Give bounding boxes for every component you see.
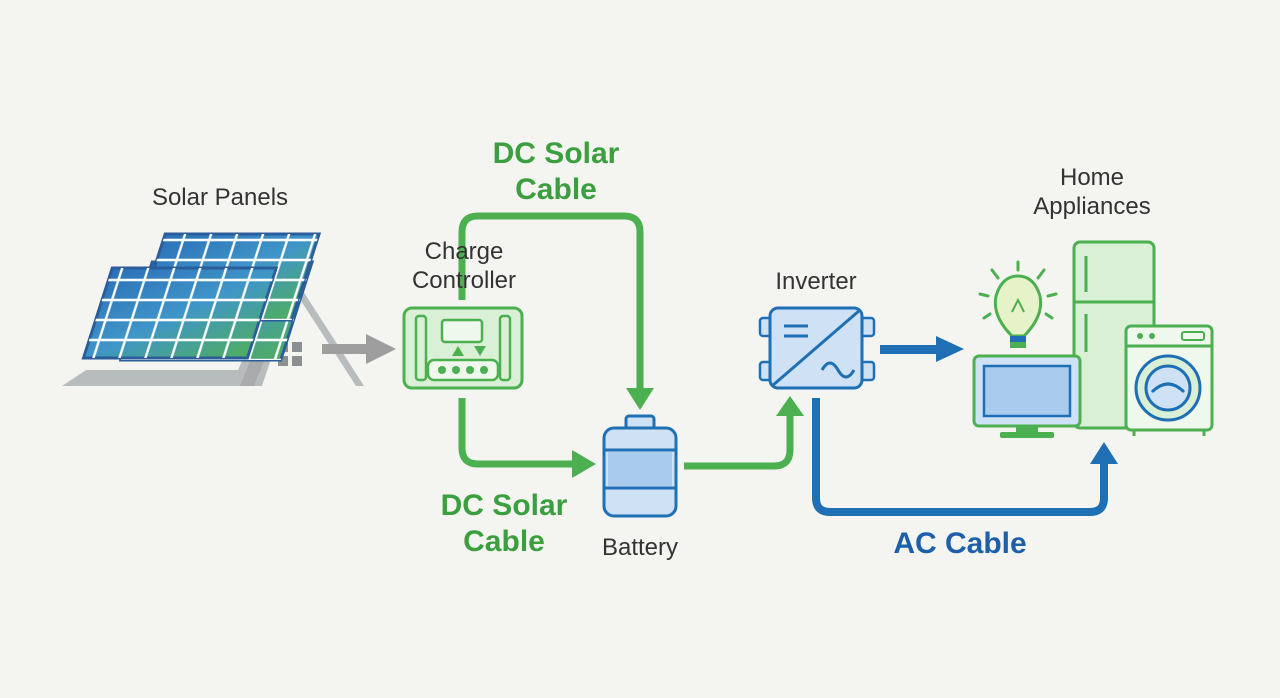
ac-cable-line	[812, 398, 1108, 516]
ac-cable-label: AC Cable	[893, 527, 1027, 560]
dc-cable-top-line	[458, 212, 644, 392]
dc-cable-top-label: DC Solar Cable	[492, 137, 620, 206]
dc-cable-bottom-arrowhead	[572, 450, 596, 478]
dc-cable-bottom-line	[458, 398, 576, 468]
charge-controller-label: Charge Controller	[411, 238, 517, 294]
battery-label: Battery	[601, 534, 679, 561]
battery-icon	[602, 414, 678, 518]
solar-panel-icon	[81, 232, 322, 362]
light-bulb-icon	[978, 260, 1058, 348]
television-icon	[972, 354, 1082, 438]
panel-to-controller-arrow	[322, 334, 396, 364]
home-appliances-label: Home Appliances	[1033, 164, 1151, 220]
battery-to-inverter-arrowhead	[776, 396, 804, 416]
inverter-icon	[758, 306, 876, 390]
washing-machine-icon	[1124, 324, 1214, 436]
ac-cable-arrowhead	[1090, 442, 1118, 464]
battery-to-inverter-line	[684, 414, 794, 470]
inverter-label: Inverter	[775, 268, 857, 295]
dc-cable-top-arrowhead	[626, 388, 654, 410]
charge-controller-icon	[402, 306, 524, 390]
inverter-to-appliances-arrow	[880, 336, 964, 362]
dc-cable-bottom-label: DC Solar Cable	[440, 489, 568, 558]
solar-panels-label: Solar Panels	[151, 184, 289, 211]
